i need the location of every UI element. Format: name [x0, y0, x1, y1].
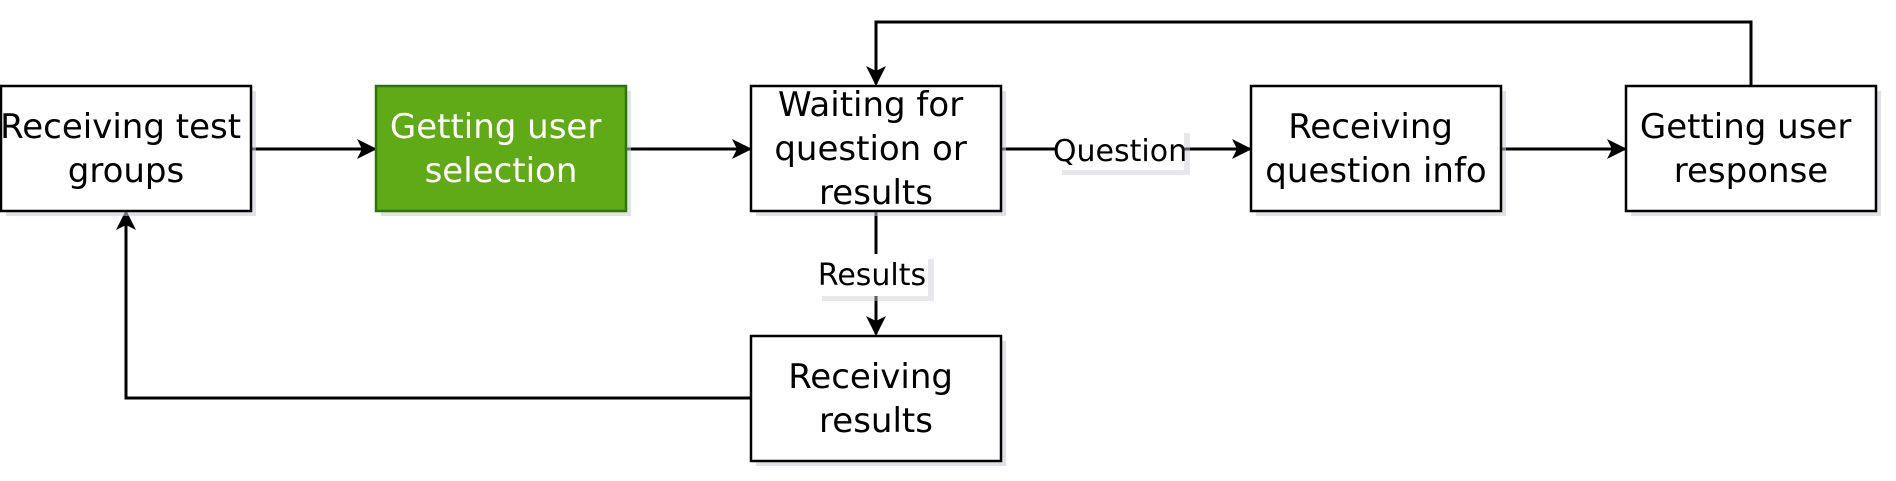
edge-label-question-text: Question [1053, 134, 1187, 169]
node-label-line: results [819, 401, 933, 441]
node-label-line: Receiving test [0, 107, 241, 147]
edge-receiving-results-to-test-groups [116, 210, 750, 400]
edge-label-results: Results [816, 254, 934, 301]
node-label-line: Getting user [390, 107, 601, 147]
edge-label-question: Question [1053, 128, 1190, 175]
svg-text:Receiving question info: Receiving question info [1265, 107, 1486, 191]
edge-user-response-to-waiting [866, 20, 1753, 86]
node-label-line: question or [774, 129, 967, 169]
edge-label-results-text: Results [818, 258, 926, 293]
svg-text:Receiving results: Receiving results [788, 357, 964, 441]
node-receiving-test-groups: Receiving test groups [0, 84, 256, 216]
node-label-line: selection [425, 151, 578, 191]
svg-text:Getting user response: Getting user response [1640, 107, 1862, 191]
node-label-line: response [1674, 151, 1828, 191]
node-receiving-question-info: Receiving question info [1249, 84, 1506, 216]
node-label-line: Waiting for [778, 85, 963, 125]
node-waiting-for-question-or-results: Waiting for question or results [749, 84, 1006, 216]
node-receiving-results: Receiving results [749, 334, 1006, 466]
node-getting-user-response: Getting user response [1624, 84, 1881, 216]
svg-text:Receiving test groups: Receiving test groups [0, 107, 252, 191]
node-label-line: Receiving [1288, 107, 1453, 147]
node-label-line: results [819, 173, 933, 213]
node-label-line: groups [68, 151, 184, 191]
node-label-line: Getting user [1640, 107, 1851, 147]
svg-text:Getting user selection: Getting user selection [390, 107, 612, 191]
svg-text:Waiting for question or: Waiting for question or results [774, 85, 977, 213]
node-label-line: Receiving [788, 357, 953, 397]
node-label-line: question info [1265, 151, 1486, 191]
node-getting-user-selection: Getting user selection [374, 84, 631, 216]
